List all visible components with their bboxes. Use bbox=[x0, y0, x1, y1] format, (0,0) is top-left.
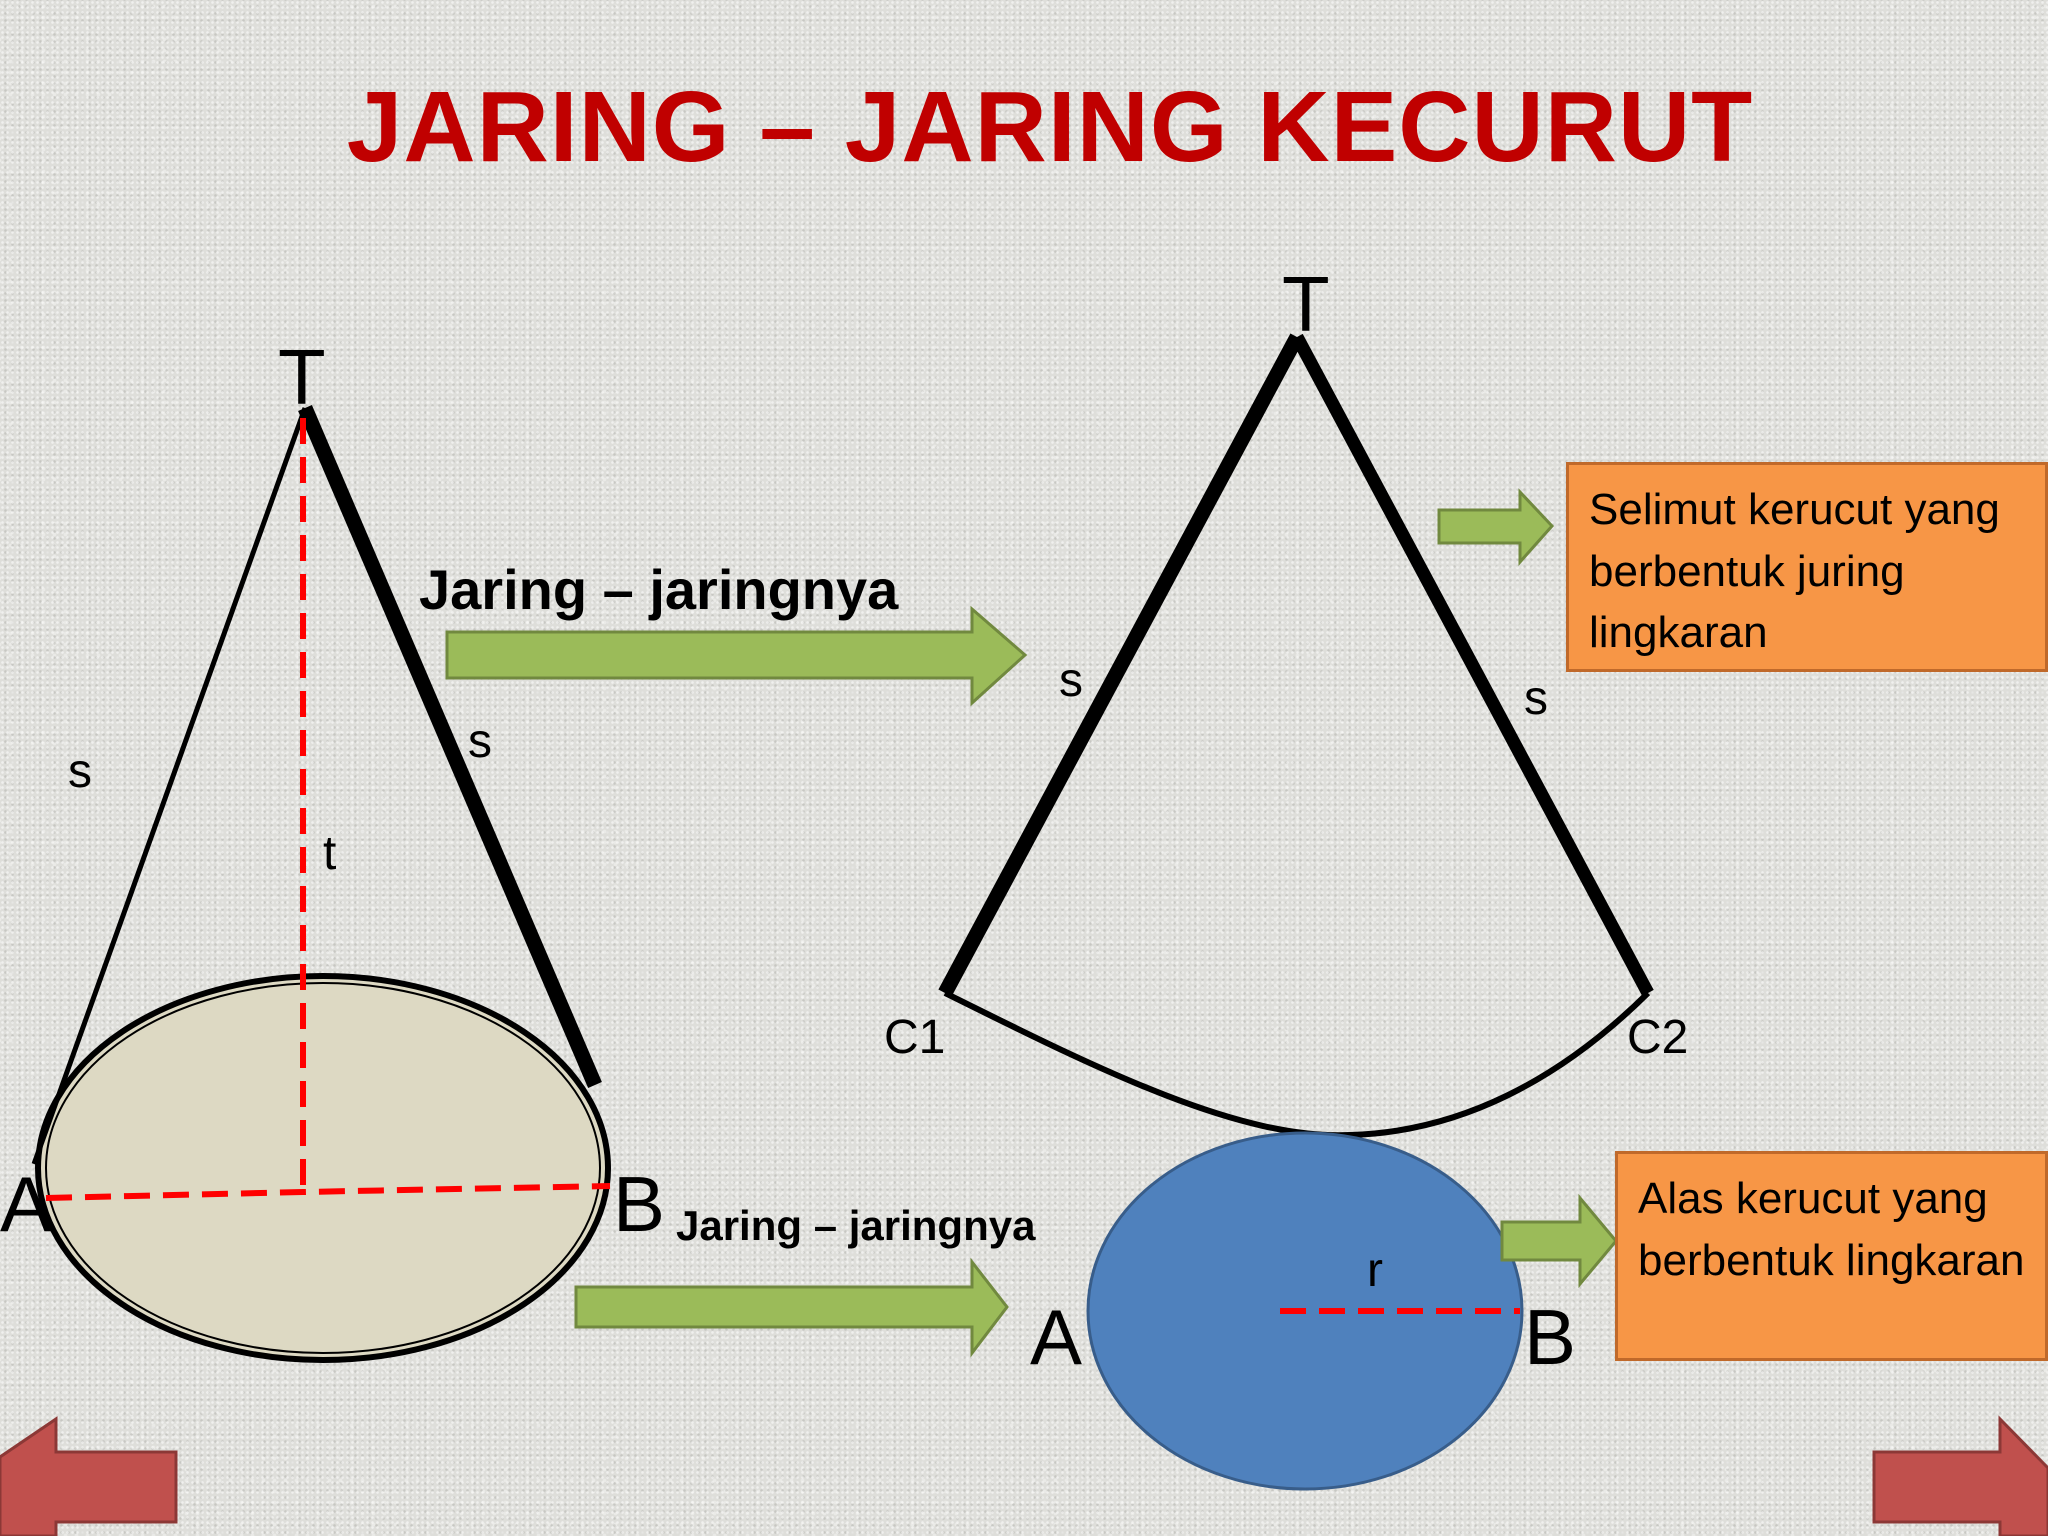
next-slide-button[interactable] bbox=[1872, 1419, 2048, 1536]
label-point-a-right: A bbox=[1030, 1293, 1083, 1381]
cone-diameter-line bbox=[45, 1183, 611, 1201]
arrow-top-label: Jaring – jaringnya bbox=[419, 558, 899, 621]
label-c2: C2 bbox=[1627, 1011, 1689, 1064]
alas-description-box: Alas kerucut yang berbentuk lingkaran bbox=[1615, 1151, 2048, 1361]
sector-right-edge bbox=[1291, 333, 1654, 997]
label-slant-left-b: s bbox=[468, 715, 492, 768]
arrow-to-selimut bbox=[1437, 488, 1555, 566]
label-slant-right-b: s bbox=[1524, 672, 1548, 725]
cone-base-rim bbox=[45, 982, 601, 1354]
next-arrow-shape bbox=[1872, 1415, 2048, 1536]
label-slant-left-a: s bbox=[68, 745, 92, 798]
label-apex-left: T bbox=[278, 333, 326, 421]
label-point-a-left: A bbox=[0, 1160, 53, 1248]
prev-arrow-shape bbox=[0, 1416, 178, 1536]
cone-left-slant bbox=[31, 407, 308, 1165]
sector-left-edge bbox=[938, 333, 1304, 997]
sector-arc bbox=[943, 990, 1651, 1139]
arrow-bottom-label: Jaring – jaringnya bbox=[676, 1202, 1036, 1249]
arrow-bottom-large bbox=[574, 1257, 1009, 1358]
label-c1: C1 bbox=[884, 1011, 946, 1064]
label-apex-right: T bbox=[1282, 260, 1330, 348]
label-point-b-left: B bbox=[613, 1160, 666, 1248]
page-title: JARING – JARING KECURUT bbox=[346, 71, 1754, 183]
prev-slide-button[interactable] bbox=[0, 1419, 178, 1536]
label-radius: r bbox=[1367, 1244, 1383, 1297]
selimut-description-box: Selimut kerucut yang berbentuk juring li… bbox=[1566, 462, 2048, 672]
cone-right-slant bbox=[298, 405, 602, 1088]
label-point-b-right: B bbox=[1524, 1293, 1577, 1381]
arrow-to-alas bbox=[1500, 1193, 1618, 1289]
label-height: t bbox=[323, 827, 337, 880]
arrow-top-large bbox=[445, 605, 1028, 707]
label-slant-right-a: s bbox=[1059, 654, 1083, 707]
cone-base-ellipse bbox=[35, 973, 611, 1363]
